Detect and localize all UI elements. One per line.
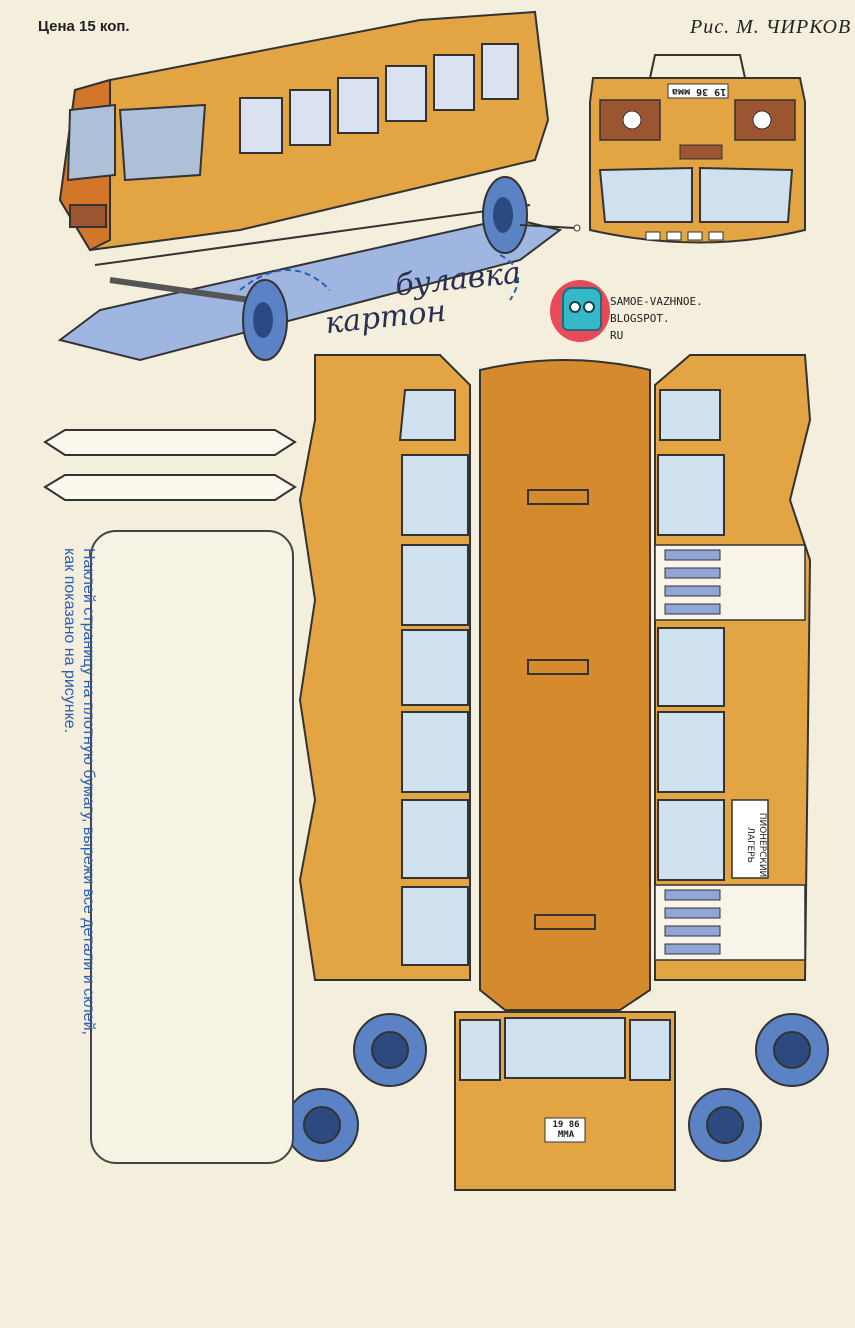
- bus-windows: [239, 43, 519, 154]
- rear-plate-top: 19 86: [552, 1120, 580, 1130]
- left-side-part: [298, 354, 471, 981]
- instructions-line1: Наклей страницу на плотную бумагу, выреж…: [80, 548, 97, 1035]
- rear-panel-part: [454, 1011, 676, 1191]
- author-credit: Рис. М. ЧИРКОВ: [690, 16, 852, 38]
- roof-part: [479, 359, 651, 1011]
- rear-plate-bottom: ММА: [557, 1130, 575, 1140]
- front-panel-part: [589, 54, 806, 244]
- watermark-line3: RU: [610, 329, 624, 342]
- side-sign-line2: ЛАГЕРЬ: [745, 827, 755, 863]
- axle-strip-parts: [43, 429, 297, 501]
- robot-eye-icon: [583, 301, 595, 313]
- instructions: Наклей страницу на плотную бумагу, выреж…: [58, 548, 98, 1328]
- side-sign: ПИОНЕРСКИЙ ЛАГЕРЬ: [732, 806, 768, 884]
- rear-plate: 19 86 ММА: [548, 1120, 584, 1140]
- price-label: Цена 15 коп.: [38, 18, 130, 35]
- robot-eye-icon: [569, 301, 581, 313]
- watermark-line1: SAMOE-VAZHNOE.: [610, 295, 703, 308]
- cardboard-base: [57, 216, 563, 362]
- base-board-part: [90, 530, 294, 1164]
- wheel-parts: [285, 1013, 829, 1162]
- watermark: SAMOE-VAZHNOE. BLOGSPOT. RU: [610, 293, 703, 344]
- right-side-part: [654, 354, 812, 981]
- papercraft-illustration: [43, 10, 829, 1191]
- robot-head-icon: [562, 287, 602, 331]
- watermark-line2: BLOGSPOT.: [610, 312, 670, 325]
- instructions-line2: как показано на рисунке.: [61, 548, 78, 734]
- side-sign-line1: ПИОНЕРСКИЙ: [757, 812, 767, 878]
- front-plate: 19 36 мма: [672, 86, 727, 97]
